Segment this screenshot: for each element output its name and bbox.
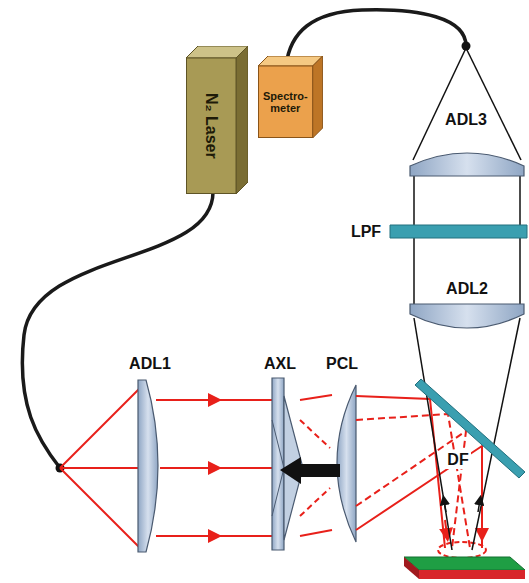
excitation-fiber	[22, 192, 213, 468]
part-label: DF	[445, 451, 470, 469]
part-label: ADL1	[127, 355, 173, 373]
box-side	[313, 56, 323, 138]
focal-ring	[438, 542, 486, 558]
part-label: ADL2	[444, 280, 490, 298]
aspheric-lens	[138, 380, 158, 552]
box-front	[187, 58, 237, 194]
translation-arrow	[280, 457, 340, 484]
part-label: ADL3	[443, 111, 489, 129]
part-label: PCL	[324, 355, 360, 373]
part-label: LPF	[349, 223, 383, 241]
box-side	[236, 46, 248, 194]
sample-substrate	[419, 570, 525, 579]
sample-top	[404, 557, 525, 570]
aspheric-lens	[410, 304, 524, 328]
box-front	[259, 66, 313, 138]
axicon-plate	[272, 378, 284, 550]
part-label: AXL	[262, 355, 298, 373]
device-name: Spectro- meter	[263, 90, 308, 114]
aspheric-lens	[410, 153, 524, 176]
dichroic-filter	[415, 379, 525, 478]
box-top	[258, 56, 323, 66]
long-pass-filter	[390, 225, 527, 238]
collected-light	[413, 48, 521, 550]
spectrometer-box: Spectro- meter	[258, 56, 323, 138]
sample-side	[404, 557, 419, 579]
plano-convex-lens	[337, 385, 356, 542]
device-name: N₂ Laser	[202, 93, 220, 159]
laser-box: N₂ Laser	[186, 46, 248, 194]
axicon-edge	[272, 420, 284, 516]
